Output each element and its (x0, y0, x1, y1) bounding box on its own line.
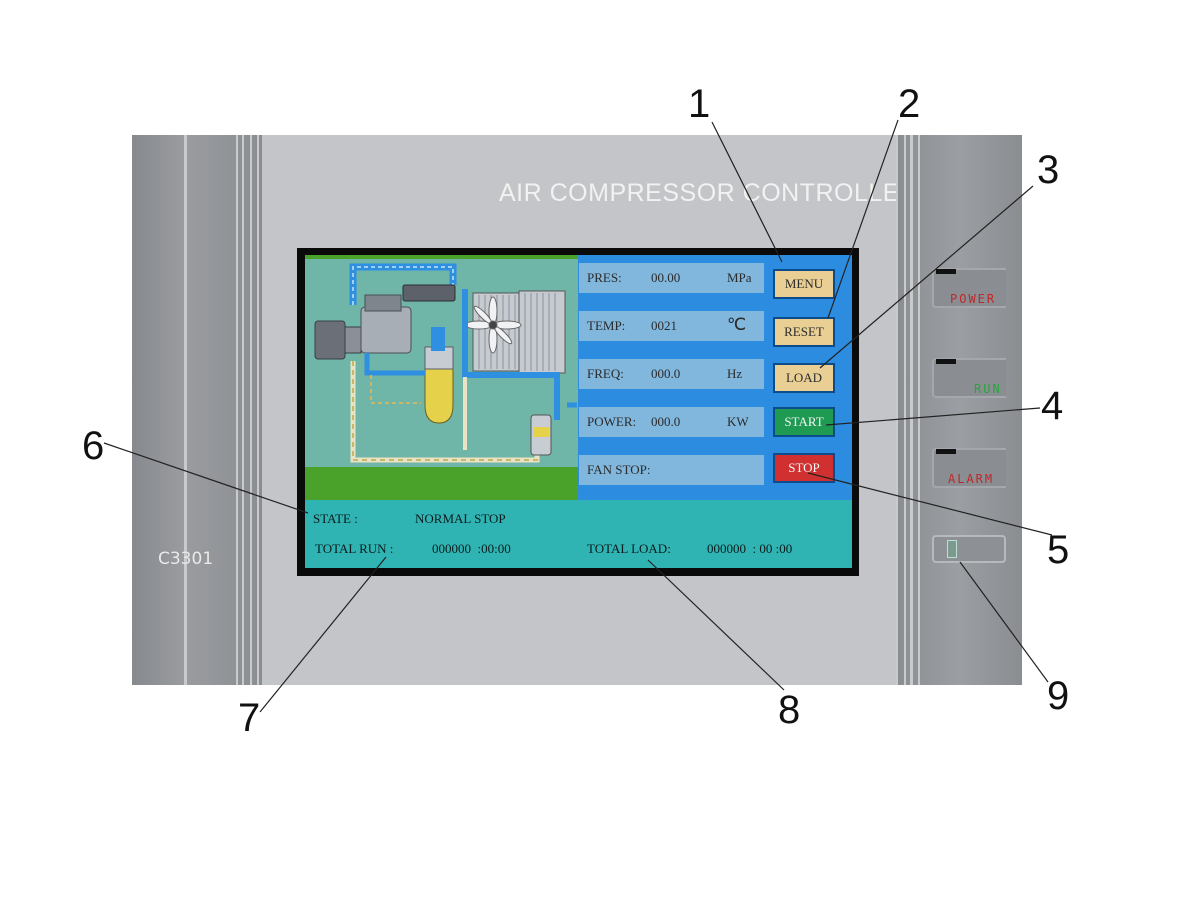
frequency-row: FREQ: 000.0 Hz (579, 359, 764, 389)
power-indicator-label: POWER (950, 292, 997, 306)
run-lamp (936, 359, 956, 364)
model-label: C3301 (158, 549, 214, 569)
controller-title: AIR COMPRESSOR CONTROLLER (499, 179, 919, 207)
left-side-panel: C3301 (132, 135, 262, 685)
temperature-unit: ℃ (727, 315, 747, 334)
callout-9: 9 (1047, 674, 1070, 718)
power-unit: KW (727, 414, 749, 429)
frequency-value: 000.0 (651, 366, 681, 381)
callout-5: 5 (1047, 528, 1070, 572)
run-indicator: RUN (932, 358, 1006, 398)
load-button[interactable]: LOAD (773, 363, 835, 393)
stop-button[interactable]: STOP (773, 453, 835, 483)
pressure-unit: MPa (727, 270, 752, 285)
power-value: 000.0 (651, 414, 681, 429)
fan-status-row: FAN STOP: (579, 455, 764, 485)
compressor-schematic-icon (314, 263, 577, 463)
callout-2: 2 (898, 82, 921, 126)
diagram-ground (305, 467, 578, 500)
callout-4: 4 (1041, 384, 1064, 428)
callout-8: 8 (778, 688, 801, 732)
pressure-row: PRES: 00.00 MPa (579, 263, 764, 293)
callout-6: 6 (82, 424, 105, 468)
total-run-label: TOTAL RUN : (315, 541, 394, 556)
power-row: POWER: 000.0 KW (579, 407, 764, 437)
state-value: NORMAL STOP (415, 511, 506, 526)
status-bar: STATE : NORMAL STOP TOTAL RUN : 000000 :… (305, 500, 852, 568)
fan-status-label: FAN STOP: (587, 462, 651, 477)
right-side-panel (896, 135, 1022, 685)
temperature-value: 0021 (651, 318, 677, 333)
alarm-indicator-label: ALARM (948, 472, 995, 486)
alarm-indicator: ALARM (932, 448, 1006, 488)
power-lamp (936, 269, 956, 274)
usb-port[interactable] (932, 535, 1006, 563)
usb-slot (947, 540, 957, 558)
power-indicator: POWER (932, 268, 1006, 308)
alarm-lamp (936, 449, 956, 454)
pressure-label: PRES: (587, 270, 622, 285)
start-button[interactable]: START (773, 407, 835, 437)
temperature-label: TEMP: (587, 318, 626, 333)
callout-7: 7 (238, 696, 261, 740)
frequency-unit: Hz (727, 366, 743, 381)
frequency-label: FREQ: (587, 366, 624, 381)
total-run-value: 000000 :00:00 (432, 541, 511, 556)
touch-screen: PRES: 00.00 MPa TEMP: 0021 ℃ FREQ: 000.0… (305, 255, 852, 568)
temperature-row: TEMP: 0021 ℃ (579, 311, 764, 341)
callout-1: 1 (688, 82, 711, 126)
run-indicator-label: RUN (974, 382, 1002, 396)
pressure-value: 00.00 (651, 270, 681, 285)
reset-button[interactable]: RESET (773, 317, 835, 347)
power-label: POWER: (587, 414, 637, 429)
total-load-value: 000000 : 00 :00 (707, 541, 793, 556)
state-label: STATE : (313, 511, 358, 526)
total-load-label: TOTAL LOAD: (587, 541, 671, 556)
compressor-diagram (305, 255, 578, 500)
callout-3: 3 (1037, 148, 1060, 192)
menu-button[interactable]: MENU (773, 269, 835, 299)
